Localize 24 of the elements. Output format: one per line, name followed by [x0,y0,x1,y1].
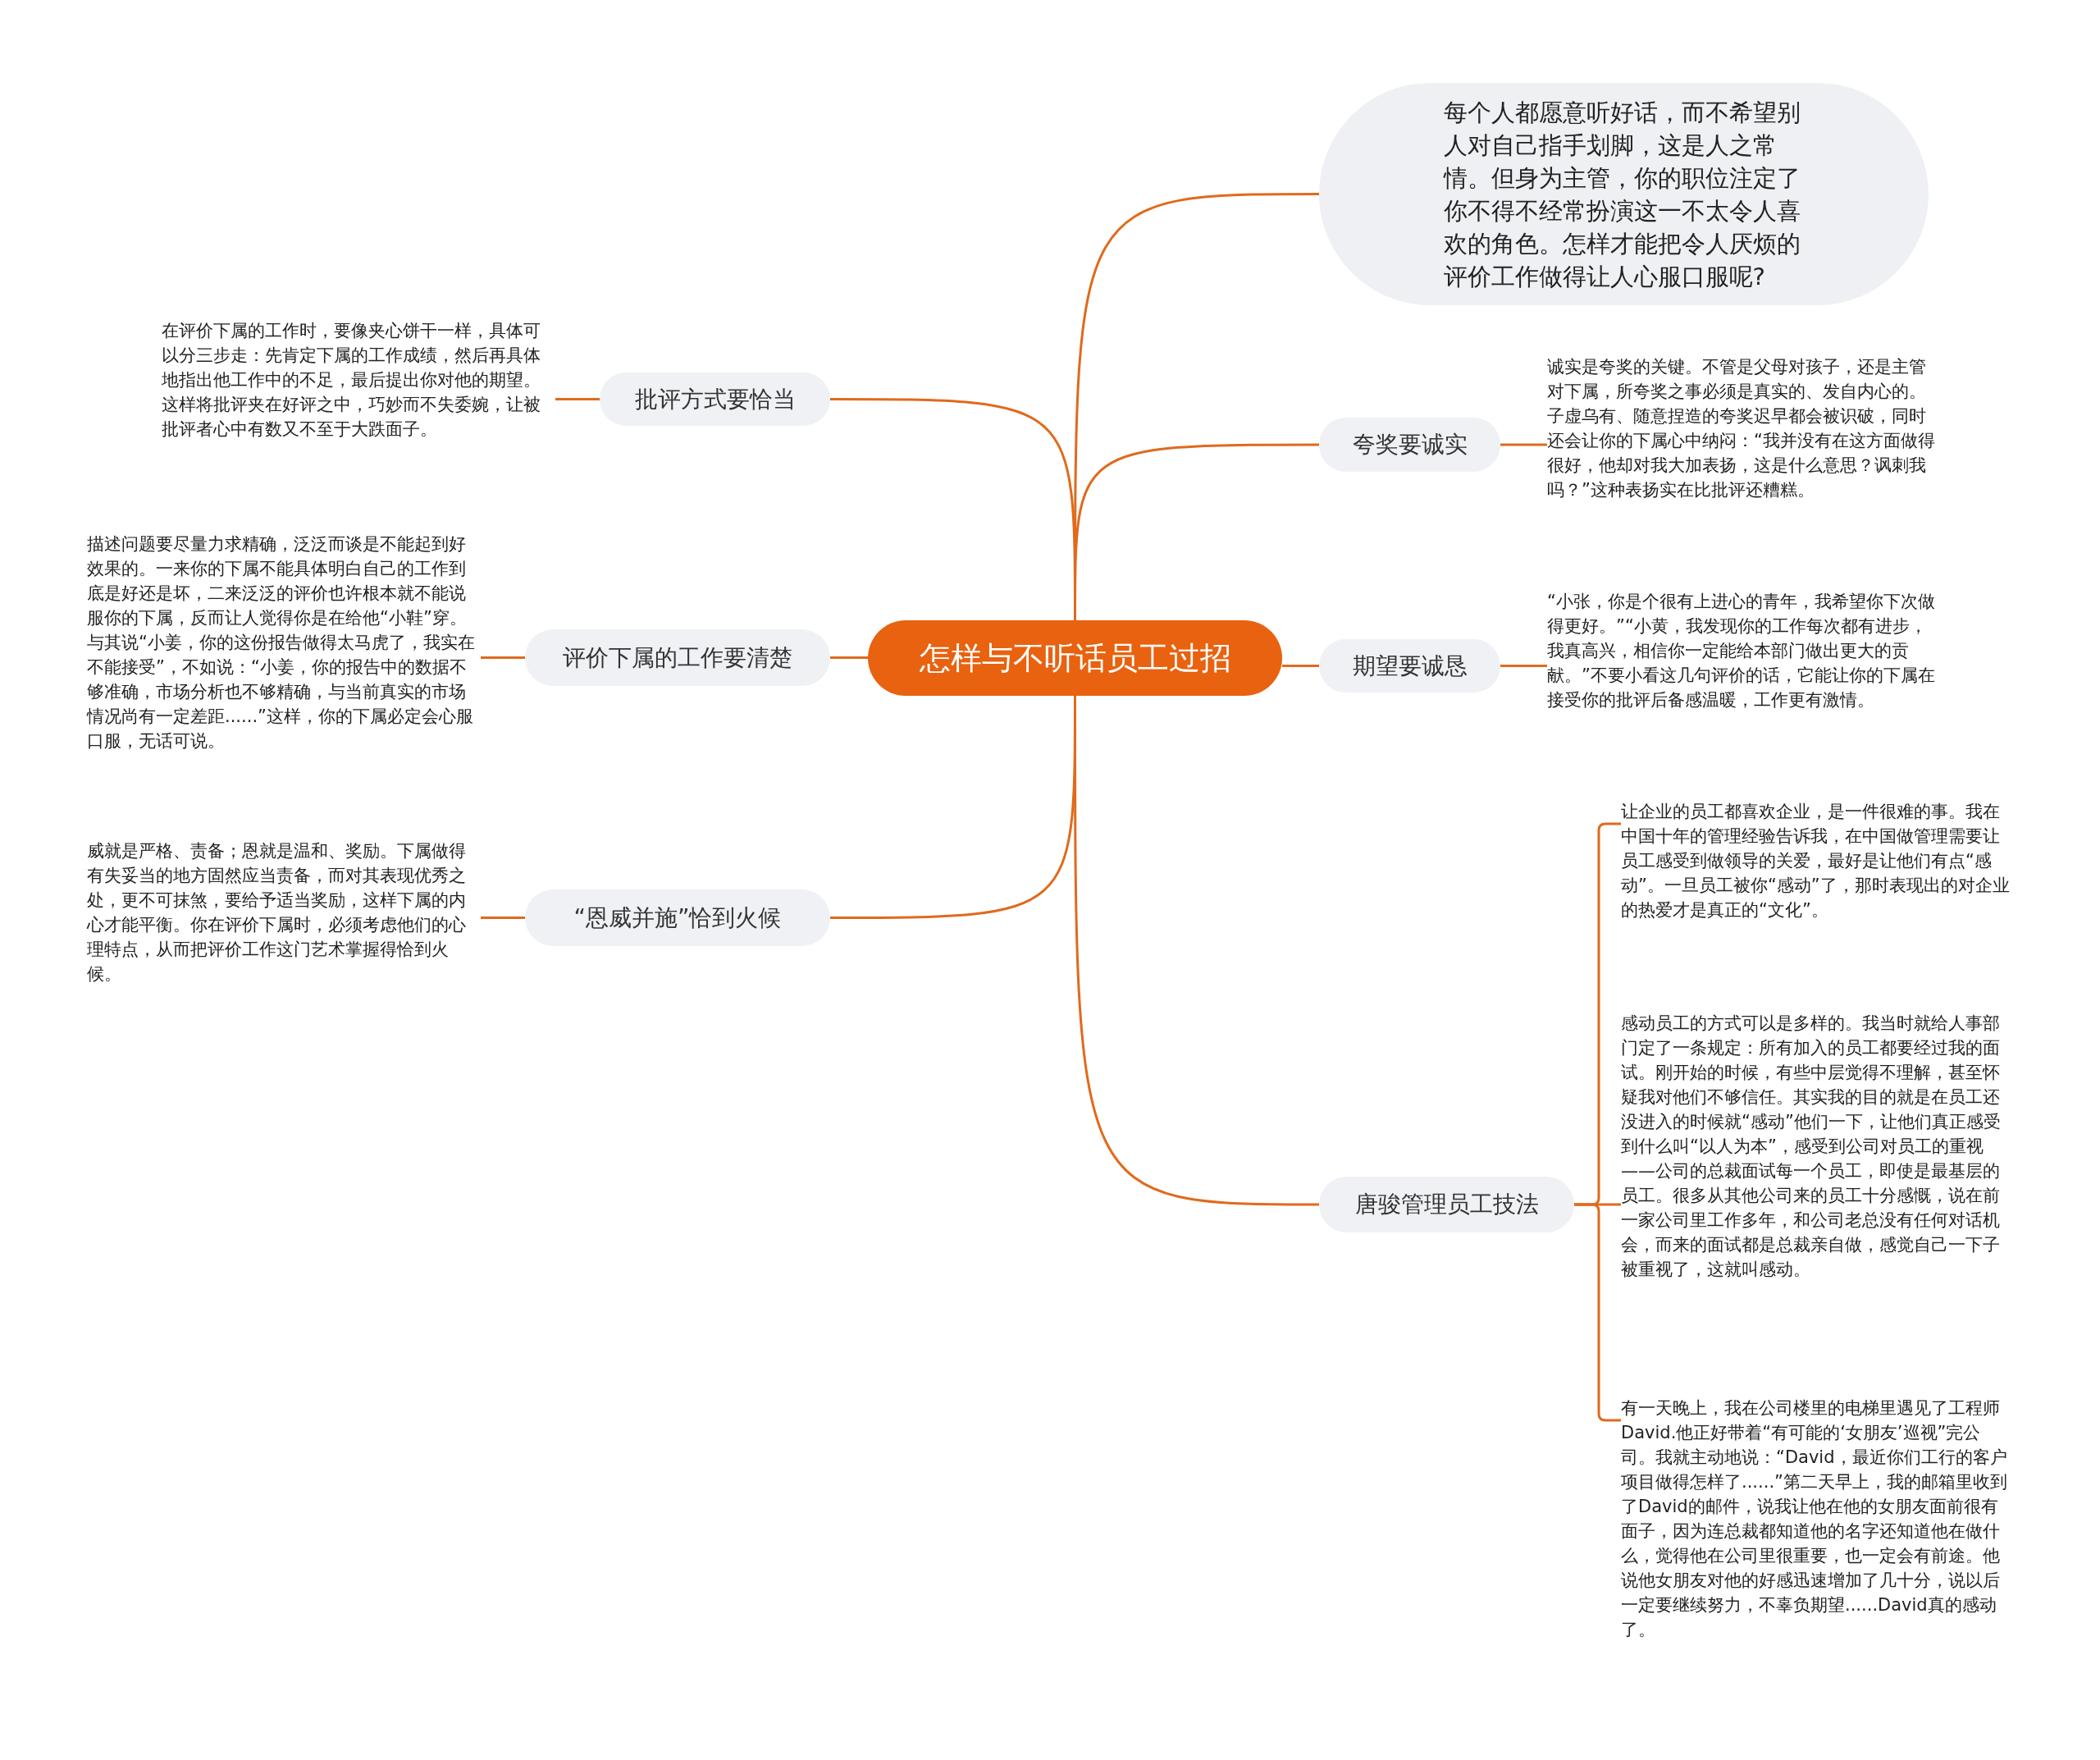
connector-line [1500,443,1547,446]
connector-line [830,656,868,659]
note-text: 有一天晚上，我在公司楼里的电梯里遇见了工程师David.他正好带着“有可能的‘女朋友’巡视”完公司。我就主动地说：“David，最近你们工行的客户项目做得怎样了......”第二天早上，我的邮箱里收到了David的邮件，说我让他在他的女朋友面前很有面子，因为连总裁都知道他的名字还知道他在做什么，觉得他在公司里很重要，也一定会有前途。他说他女朋友对他的好感迅速增加了几十分，说以后一定要继续努力，不辜负期望......David真的感动了。 [1621,1396,2015,1680]
connector-line [1074,443,1319,620]
note-text: 感动员工的方式可以是多样的。我当时就给人事部门定了一条规定：所有加入的员工都要经过我的面试。刚开始的时候，有些中层觉得不理解，甚至怀疑我对他们不够信任。其实我的目的就是在员工还没进入的时候就“感动”他们一下，让他们真正感受到什么叫“以人为本”，感受到公司对员工的重视——公司的总裁面试每一个员工，即使是最基层的员工。很多从其他公司来的员工十分感慨，说在前一家公司里工作多年，和公司老总没有任何对话机会，而来的面试都是总裁亲自做，感觉自己一下子被重视了，这就叫感动。 [1621,1011,2015,1355]
connector-line [1282,665,1319,667]
topic-node: “恩威并施”恰到火候 [525,889,830,946]
topic-node: 评价下属的工作要清楚 [525,629,830,686]
intro-bubble: 每个人都愿意听好话，而不希望别人对自己指手划脚，这是人之常情。但身为主管，你的职位注定了你不得不经常扮演这一不太令人喜欢的角色。怎样才能把令人厌烦的评价工作做得让人心服口服呢? [1319,83,1929,305]
topic-node: 批评方式要恰当 [600,373,830,426]
connector-line [555,398,600,400]
note-text: 描述问题要尽量力求精确，泛泛而谈是不能起到好效果的。一来你的下属不能具体明白自己的工作到底是好还是坏，二来泛泛的评价也许根本就不能说服你的下属，反而让人觉得你是在给他“小鞋”穿。与其说“小姜，你的这份报告做得太马虎了，我实在不能接受”，不如说：“小姜，你的报告中的数据不够准确，市场分析也不够精确，与当前真实的市场情况尚有一定差距......”这样，你的下属必定会心服口服，无话可说。 [87,532,481,791]
topic-node: 夸奖要诚实 [1319,418,1500,472]
topic-node: 唐骏管理员工技法 [1319,1177,1574,1232]
note-text: 诚实是夸奖的关键。不管是父母对孩子，还是主管对下属，所夸奖之事必须是真实的、发自内心的。子虚乌有、随意捏造的夸奖迟早都会被识破，同时还会让你的下属心中纳闷：“我并没有在这方面做得很好，他却对我大加表扬，这是什么意思？讽刺我吗？”这种表扬实在比批评还糟糕。 [1547,354,1941,540]
connector-line [1500,665,1547,667]
note-text: 让企业的员工都喜欢企业，是一件很难的事。我在中国十年的管理经验告诉我，在中国做管理需要让员工感受到做领导的关爱，最好是让他们有点“感动”。一旦员工被你“感动”了，那时表现出的对企业的热爱才是真正的“文化”。 [1621,799,2015,960]
central-topic: 怎样与不听话员工过招 [868,620,1282,696]
connector-line [481,656,525,659]
note-text: 在评价下属的工作时，要像夹心饼干一样，具体可以分三步走：先肯定下属的工作成绩，然后再具体地指出他工作中的不足，最后提出你对他的期望。这样将批评夹在好评之中，巧妙而不失委婉，让被批评者心中有数又不至于大跌面子。 [162,318,555,479]
note-text: 威就是严格、责备；恩就是温和、奖励。下属做得有失妥当的地方固然应当责备，而对其表现优秀之处，更不可抹煞，要给予适当奖励，这样下属的内心才能平衡。你在评价下属时，必须考虑他们的心理特点，从而把评价工作这门艺术掌握得恰到火候。 [87,839,481,999]
topic-node: 期望要诚恳 [1319,639,1500,693]
connector-line [481,917,525,919]
note-text: “小张，你是个很有上进心的青年，我希望你下次做得更好。”“小黄，我发现你的工作每次都有进步，我真高兴，相信你一定能给本部门做出更大的贡献。”不要小看这几句评价的话，它能让你的下属在接受你的批评后备感温暖，工作更有激情。 [1547,589,1941,750]
